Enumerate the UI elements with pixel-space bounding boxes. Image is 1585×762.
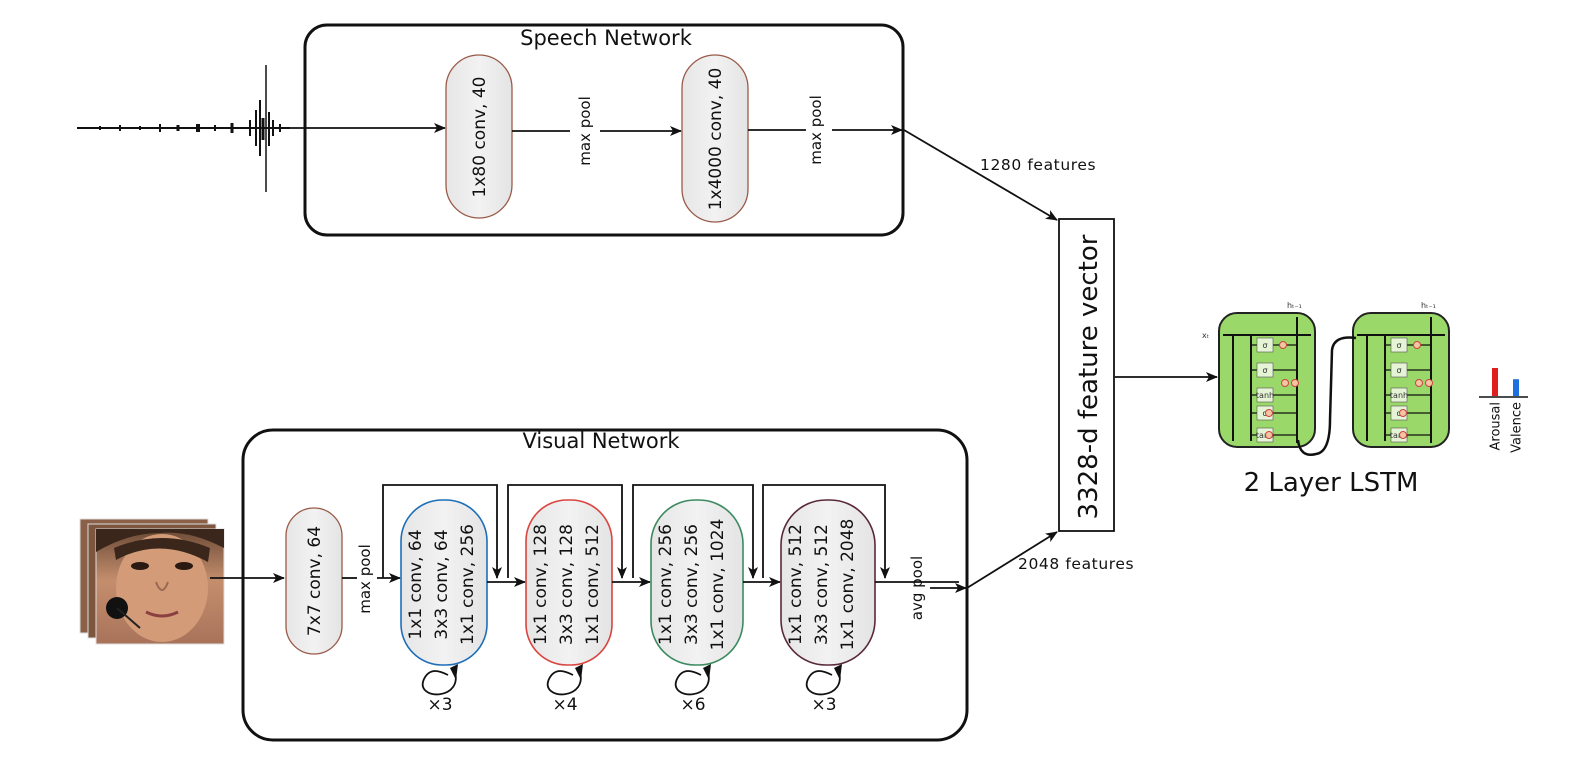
visual-network-title: Visual Network <box>522 429 680 453</box>
residual-block-1-repeat: ×3 <box>427 695 452 715</box>
residual-block-2-loop <box>546 668 582 696</box>
lstm-cell-1-op-3 <box>1291 379 1299 387</box>
lstm-cell-2-gate-2-label: σ <box>1396 366 1401 375</box>
lstm-cell-1-op-5 <box>1265 431 1273 439</box>
residual-block-2-layer-3: 1x1 conv, 512 <box>583 524 603 645</box>
residual-block-1-layer-2: 3x3 conv, 64 <box>432 529 452 639</box>
lstm-cell-1-gate-2-label: σ <box>1262 366 1267 375</box>
visual-network: Visual Network 7x7 conv, 64 max pool 1x1… <box>79 428 969 742</box>
audio-waveform-icon <box>77 65 290 192</box>
residual-block-2-loop-arrowhead <box>575 664 583 680</box>
lstm-cell-2-gate-3-label: tanh <box>1390 391 1408 400</box>
residual-block-4-repeat: ×3 <box>811 695 836 715</box>
lstm-cell-2-op-1 <box>1413 341 1421 349</box>
speech-pool-2-label: max pool <box>807 95 825 165</box>
residual-block-2: 1x1 conv, 128 3x3 conv, 128 1x1 conv, 512 ×… <box>507 484 651 715</box>
lstm-cell-1: σ σ tanh σ tanh hₜ₋₁ <box>1218 301 1316 448</box>
residual-block-4-skip <box>762 484 890 579</box>
residual-block-4-loop-arrowhead <box>834 664 842 680</box>
residual-block-1: 1x1 conv, 64 3x3 conv, 64 1x1 conv, 256 ×3 <box>382 484 526 715</box>
visual-to-fusion-arrow <box>966 531 1058 589</box>
lstm-cell-1-gate-2 <box>1256 362 1274 378</box>
residual-block-3-loop-arrowhead <box>703 664 711 680</box>
residual-block-1-layer-1: 1x1 conv, 64 <box>406 529 426 639</box>
lstm-cell-2-op-5 <box>1399 431 1407 439</box>
residual-block-1-skip <box>382 484 502 579</box>
output-bar-arousal <box>1492 368 1498 396</box>
lstm-input-label: xₜ <box>1202 331 1209 340</box>
lstm-cell-2-op-3 <box>1425 379 1433 387</box>
residual-block-4-loop <box>805 668 841 696</box>
residual-block-3-layer-3: 1x1 conv, 1024 <box>708 519 728 651</box>
speech-pool-1-label: max pool <box>576 96 594 166</box>
visual-first-pool-label: max pool <box>356 544 374 614</box>
residual-block-2-skip <box>507 484 627 579</box>
residual-block-3-skip <box>632 484 758 579</box>
lstm-cell-1-gate-5-label: tanh <box>1256 431 1274 440</box>
speech-network-title: Speech Network <box>520 26 693 50</box>
residual-block-3: 1x1 conv, 256 3x3 conv, 256 1x1 conv, 1024… <box>632 484 781 715</box>
lstm-cell-1-gate-3-label: tanh <box>1256 391 1274 400</box>
fusion-vector-box <box>1058 218 1115 532</box>
lstm-cell-2: σ σ tanh σ tanh hₜ₋₁ <box>1352 301 1450 448</box>
speech-conv-block-2-label: 1x4000 conv, 40 <box>706 68 726 211</box>
lstm-cell-2-gate-1 <box>1390 337 1408 353</box>
visual-first-conv-block <box>285 507 343 655</box>
residual-block-4: 1x1 conv, 512 3x3 conv, 512 1x1 conv, 2048… <box>762 484 959 715</box>
lstm-title: 2 Layer LSTM <box>1244 468 1419 498</box>
lstm-cell-2-op-4 <box>1399 409 1407 417</box>
visual-features-label: 2048 features <box>1018 555 1134 573</box>
speech-conv-block-1-label: 1x80 conv, 40 <box>470 77 490 198</box>
lstm-cell-2-gate-4-label: σ <box>1396 409 1401 418</box>
lstm-cell-1-gate-4-label: σ <box>1262 409 1267 418</box>
visual-first-conv-label: 7x7 conv, 64 <box>305 526 325 636</box>
residual-block-2-repeat: ×4 <box>552 695 577 715</box>
residual-block-2-layer-2: 3x3 conv, 128 <box>557 524 577 645</box>
residual-block-3-repeat: ×6 <box>680 695 705 715</box>
lstm-cell-2-gate-1-label: σ <box>1396 341 1401 350</box>
residual-block-4-layer-1: 1x1 conv, 512 <box>786 524 806 645</box>
speech-features-label: 1280 features <box>980 156 1096 174</box>
output-bar-valence <box>1513 379 1519 396</box>
lstm-cell-1-gate-1-label: σ <box>1262 341 1267 350</box>
speech-conv-block-2 <box>681 54 749 223</box>
lstm-cell-2-gate-3 <box>1390 387 1408 403</box>
lstm-cell-2-gate-2 <box>1390 362 1408 378</box>
lstm-cell-2-hidden-label: hₜ₋₁ <box>1421 301 1436 310</box>
speech-to-fusion-arrow <box>903 129 1058 221</box>
speech-network: Speech Network 1x80 conv, 40 max po <box>77 23 905 237</box>
lstm-layers: σ σ tanh σ tanh hₜ₋₁ σ σ tanh σ tanh hₜ₋₁ xₜ <box>1202 301 1450 456</box>
residual-block-3-layer-1: 1x1 conv, 256 <box>656 524 676 645</box>
face-frames-image <box>79 518 225 645</box>
residual-block-2-layer-1: 1x1 conv, 128 <box>531 524 551 645</box>
speech-conv-block-1 <box>445 54 513 219</box>
residual-block-1-layer-3: 1x1 conv, 256 <box>458 524 478 645</box>
lstm-cell-connector <box>1296 336 1357 456</box>
lstm-cell-2-gate-5-label: tanh <box>1390 431 1408 440</box>
lstm-cell-1-gate-3 <box>1256 387 1274 403</box>
lstm-cell-1-op-1 <box>1279 341 1287 349</box>
residual-block-3-layer-2: 3x3 conv, 256 <box>682 524 702 645</box>
output-bars: Arousal Valence <box>1479 368 1528 453</box>
residual-block-3-loop <box>674 668 710 696</box>
residual-block-1-loop-arrowhead <box>450 664 458 680</box>
residual-block-4-layer-2: 3x3 conv, 512 <box>812 524 832 645</box>
output-label-arousal: Arousal <box>1489 402 1504 451</box>
residual-block-4-layer-3: 1x1 conv, 2048 <box>838 519 858 651</box>
output-label-valence: Valence <box>1510 402 1525 453</box>
lstm-cell-1-hidden-label: hₜ₋₁ <box>1287 301 1302 310</box>
lstm-cell-1-op-4 <box>1265 409 1273 417</box>
lstm-cell-1-gate-1 <box>1256 337 1274 353</box>
lstm-cell-1-op-2 <box>1281 379 1289 387</box>
residual-block-1-loop <box>421 668 457 696</box>
fusion-vector-label: 3328-d feature vector <box>1074 234 1104 519</box>
lstm-cell-2-op-2 <box>1415 379 1423 387</box>
visual-avg-pool-label: avg pool <box>908 556 926 620</box>
